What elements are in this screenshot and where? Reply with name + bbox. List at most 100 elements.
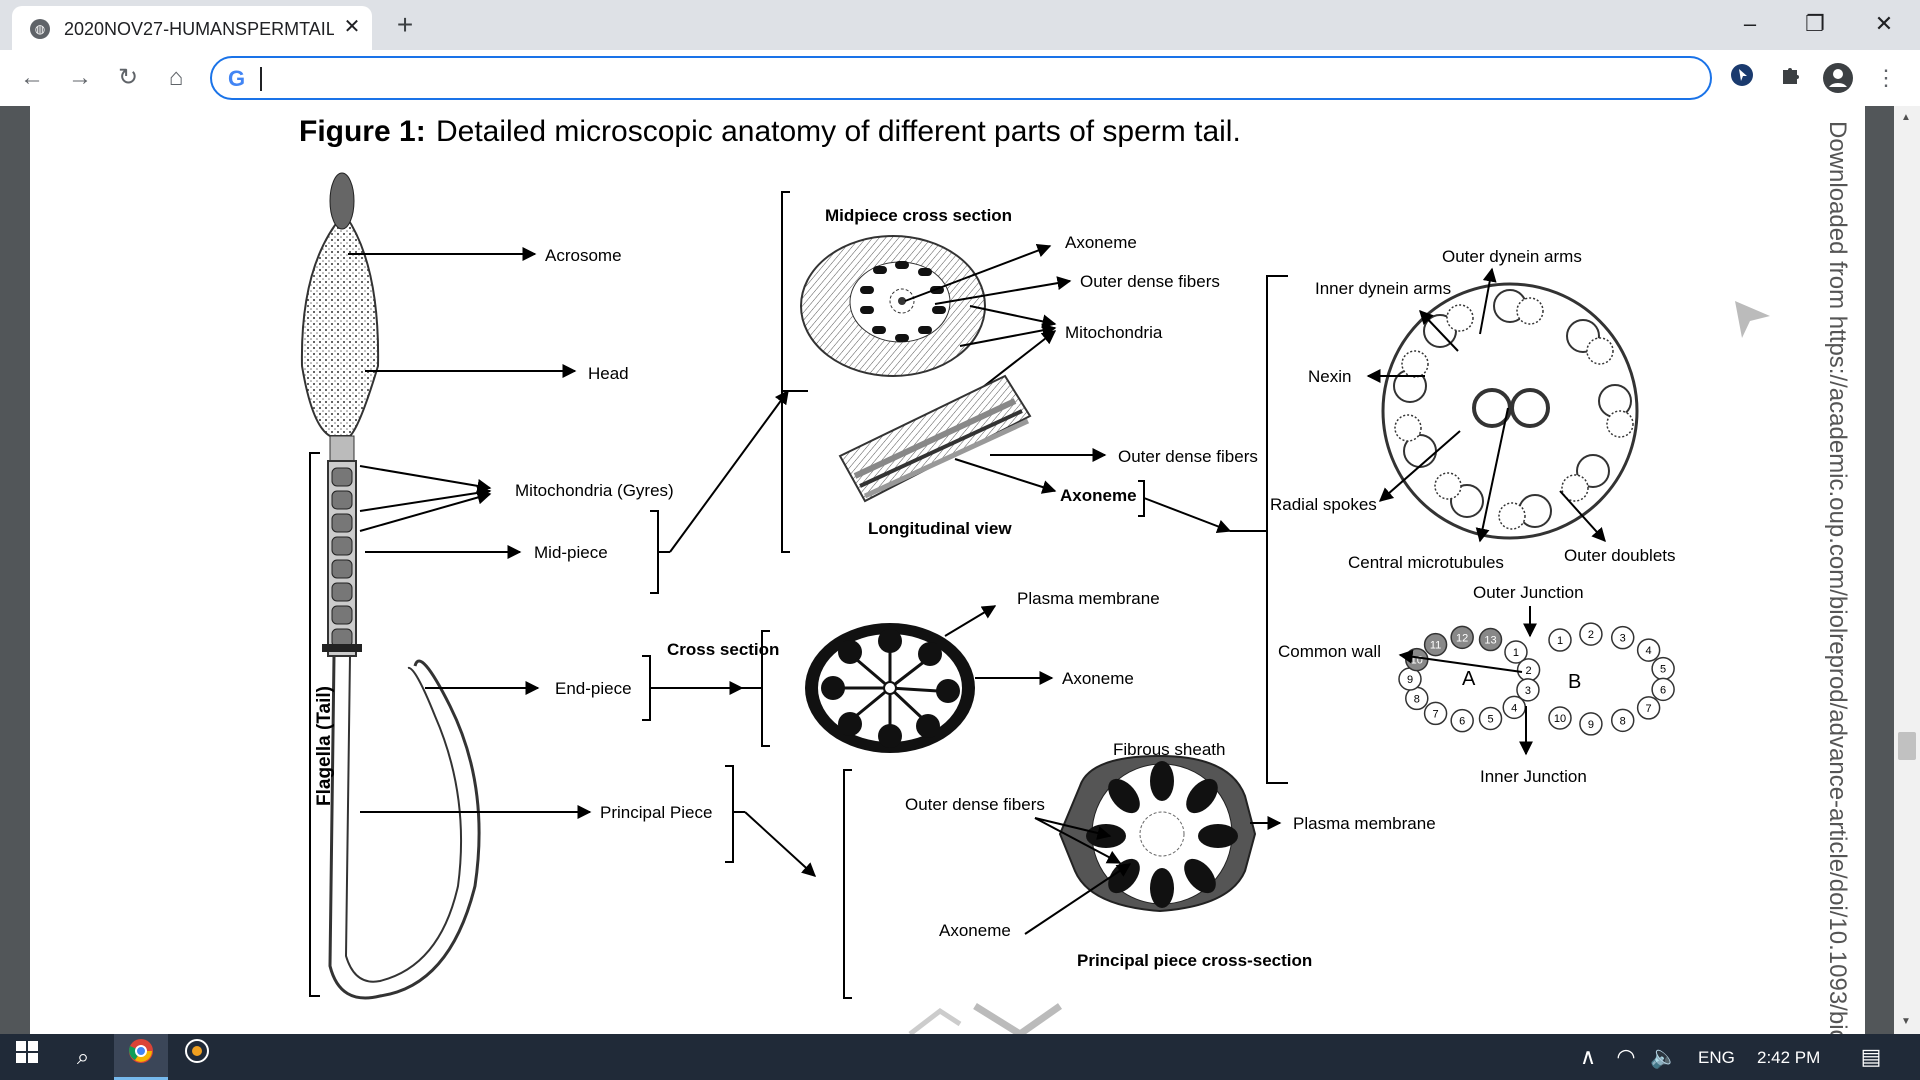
scroll-up-icon[interactable]: ▲ <box>1901 112 1911 123</box>
protofilament-circle <box>1548 706 1572 730</box>
protofilament-circle <box>1516 678 1540 702</box>
mouse-pointer-icon <box>1735 301 1770 338</box>
principal-piece-label: Principal Piece <box>600 803 712 822</box>
protofilament-number: 6 <box>1660 684 1666 696</box>
principal-axoneme-label: Axoneme <box>939 921 1011 940</box>
clock-time[interactable]: 2:42 PM <box>1757 1048 1821 1067</box>
chevron-up-icon[interactable]: ∧ <box>1579 1044 1597 1069</box>
endpiece-cross-section-title: Cross section <box>667 640 779 659</box>
endpiece-axoneme-label: Axoneme <box>1062 669 1134 688</box>
figure-caption-label: Figure 1: <box>299 115 426 148</box>
protofilament-number: 1 <box>1513 647 1519 659</box>
midpiece-cross-section-image <box>800 235 986 377</box>
longitudinal-view-title: Longitudinal view <box>868 519 1012 538</box>
protofilament-circle <box>1579 712 1603 736</box>
new-tab-button[interactable]: + <box>396 9 414 40</box>
vertical-scrollbar[interactable]: ▲ ▼ <box>1894 106 1920 1034</box>
tubule-a-label: A <box>1462 668 1476 690</box>
home-icon[interactable]: ⌂ <box>168 64 184 91</box>
protofilament-number: 2 <box>1588 629 1594 641</box>
protofilament-circle <box>1610 625 1635 650</box>
inner-dynein-arms-label: Inner dynein arms <box>1315 279 1451 298</box>
volume-icon[interactable]: 🔈 <box>1650 1044 1678 1069</box>
protofilament-circle <box>1450 708 1474 733</box>
browser-toolbar: ← → ↻ ⌂ G ⋮ <box>0 50 1920 107</box>
central-microtubules-label: Central microtubules <box>1348 553 1504 572</box>
longitudinal-outer-dense-fibers-label: Outer dense fibers <box>1118 447 1258 466</box>
browser-tab[interactable]: ◍ 2020NOV27-HUMANSPERMTAIL ✕ <box>12 6 372 50</box>
address-bar[interactable]: G <box>210 56 1712 100</box>
endpiece-cross-section-image <box>805 623 975 753</box>
restore-icon[interactable]: ❐ <box>1805 11 1825 36</box>
windows-taskbar: ⌕ ∧ ◠ 🔈 ENG 2:42 PM ▤ <box>0 1034 1920 1080</box>
protofilament-number: 5 <box>1487 713 1493 725</box>
midpiece-axoneme-label: Axoneme <box>1065 233 1137 252</box>
principal-plasma-membrane-label: Plasma membrane <box>1293 814 1436 833</box>
end-piece-label: End-piece <box>555 679 632 698</box>
protofilament-number: 11 <box>1430 640 1441 652</box>
protofilament-circle <box>1651 677 1675 702</box>
language-indicator[interactable]: ENG <box>1698 1048 1735 1067</box>
flagella-tail-label: Flagella (Tail) <box>314 686 335 806</box>
google-icon: G <box>228 66 246 91</box>
reload-icon[interactable]: ↻ <box>117 64 139 91</box>
scrollbar-thumb[interactable] <box>1898 732 1916 760</box>
protofilament-number: 8 <box>1414 693 1420 705</box>
midpiece-title: Midpiece cross section <box>825 206 1012 225</box>
protofilament-number: 9 <box>1407 674 1413 686</box>
chrome-taskbar-icon[interactable] <box>114 1034 168 1080</box>
close-tab-icon[interactable]: ✕ <box>343 16 361 38</box>
protofilament-number: 3 <box>1620 633 1626 645</box>
puzzle-extensions-icon[interactable] <box>1774 62 1806 94</box>
back-arrow-icon[interactable]: ← <box>20 64 44 91</box>
media-app-taskbar-icon[interactable] <box>170 1034 224 1080</box>
protofilament-circle <box>1423 701 1448 726</box>
longitudinal-axoneme-label: Axoneme <box>1060 486 1137 505</box>
windows-start-icon[interactable] <box>0 1034 54 1080</box>
menu-dots-icon[interactable]: ⋮ <box>1875 65 1897 90</box>
tab-bar: ◍ 2020NOV27-HUMANSPERMTAIL ✕ + – ❐ ✕ <box>0 0 1920 50</box>
protofilament-number: 13 <box>1484 635 1496 647</box>
outer-junction-label: Outer Junction <box>1473 583 1584 602</box>
window-close-icon[interactable]: ✕ <box>1874 11 1894 36</box>
principal-piece-cross-section-image <box>1058 754 1257 913</box>
protofilament-number: 2 <box>1526 665 1532 677</box>
inner-junction-label: Inner Junction <box>1480 767 1587 786</box>
tab-title: 2020NOV27-HUMANSPERMTAIL <box>64 19 334 39</box>
minimize-icon[interactable]: – <box>1743 11 1757 36</box>
protofilament-circle <box>1636 638 1661 662</box>
notifications-icon[interactable]: ▤ <box>1860 1044 1882 1069</box>
pdf-page: Figure 1: Detailed microscopic anatomy o… <box>30 106 1865 1034</box>
figure-caption-text: Detailed microscopic anatomy of differen… <box>436 115 1241 148</box>
pdf-viewer: Figure 1: Detailed microscopic anatomy o… <box>0 106 1920 1034</box>
scroll-down-icon[interactable]: ▼ <box>1901 1016 1911 1027</box>
protofilament-circle <box>1548 628 1572 652</box>
wifi-icon[interactable]: ◠ <box>1616 1044 1636 1069</box>
protofilament-circle <box>1636 696 1661 720</box>
outer-dynein-arms-label: Outer dynein arms <box>1442 247 1582 266</box>
protofilament-number: 8 <box>1620 715 1626 727</box>
protofilament-circle <box>1478 706 1503 731</box>
search-icon[interactable]: ⌕ <box>76 1044 90 1069</box>
protofilament-number: 7 <box>1646 703 1652 715</box>
protofilament-number: 10 <box>1554 713 1566 725</box>
mid-piece-label: Mid-piece <box>534 543 608 562</box>
protofilament-number: 4 <box>1511 702 1517 714</box>
sperm-illustration <box>300 172 481 1000</box>
download-watermark-text: Downloaded from https://academic.oup.com… <box>1824 121 1851 1034</box>
address-input[interactable] <box>264 64 1668 94</box>
nexin-label: Nexin <box>1308 367 1351 386</box>
mitochondria-gyres-label: Mitochondria (Gyres) <box>515 481 674 500</box>
endpiece-plasma-membrane-label: Plasma membrane <box>1017 589 1160 608</box>
forward-arrow-icon[interactable]: → <box>68 64 92 91</box>
outer-doublets-label: Outer doublets <box>1564 546 1676 565</box>
cursor-extension-icon[interactable] <box>1726 62 1758 94</box>
protofilament-number: 3 <box>1525 685 1531 697</box>
protofilament-number: 6 <box>1459 716 1465 728</box>
protofilament-number: 12 <box>1456 632 1468 644</box>
profile-avatar-icon[interactable] <box>1822 62 1854 94</box>
protofilament-circle <box>1579 622 1603 646</box>
common-wall-label: Common wall <box>1278 642 1381 661</box>
midpiece-mitochondria-label: Mitochondria <box>1065 323 1163 342</box>
